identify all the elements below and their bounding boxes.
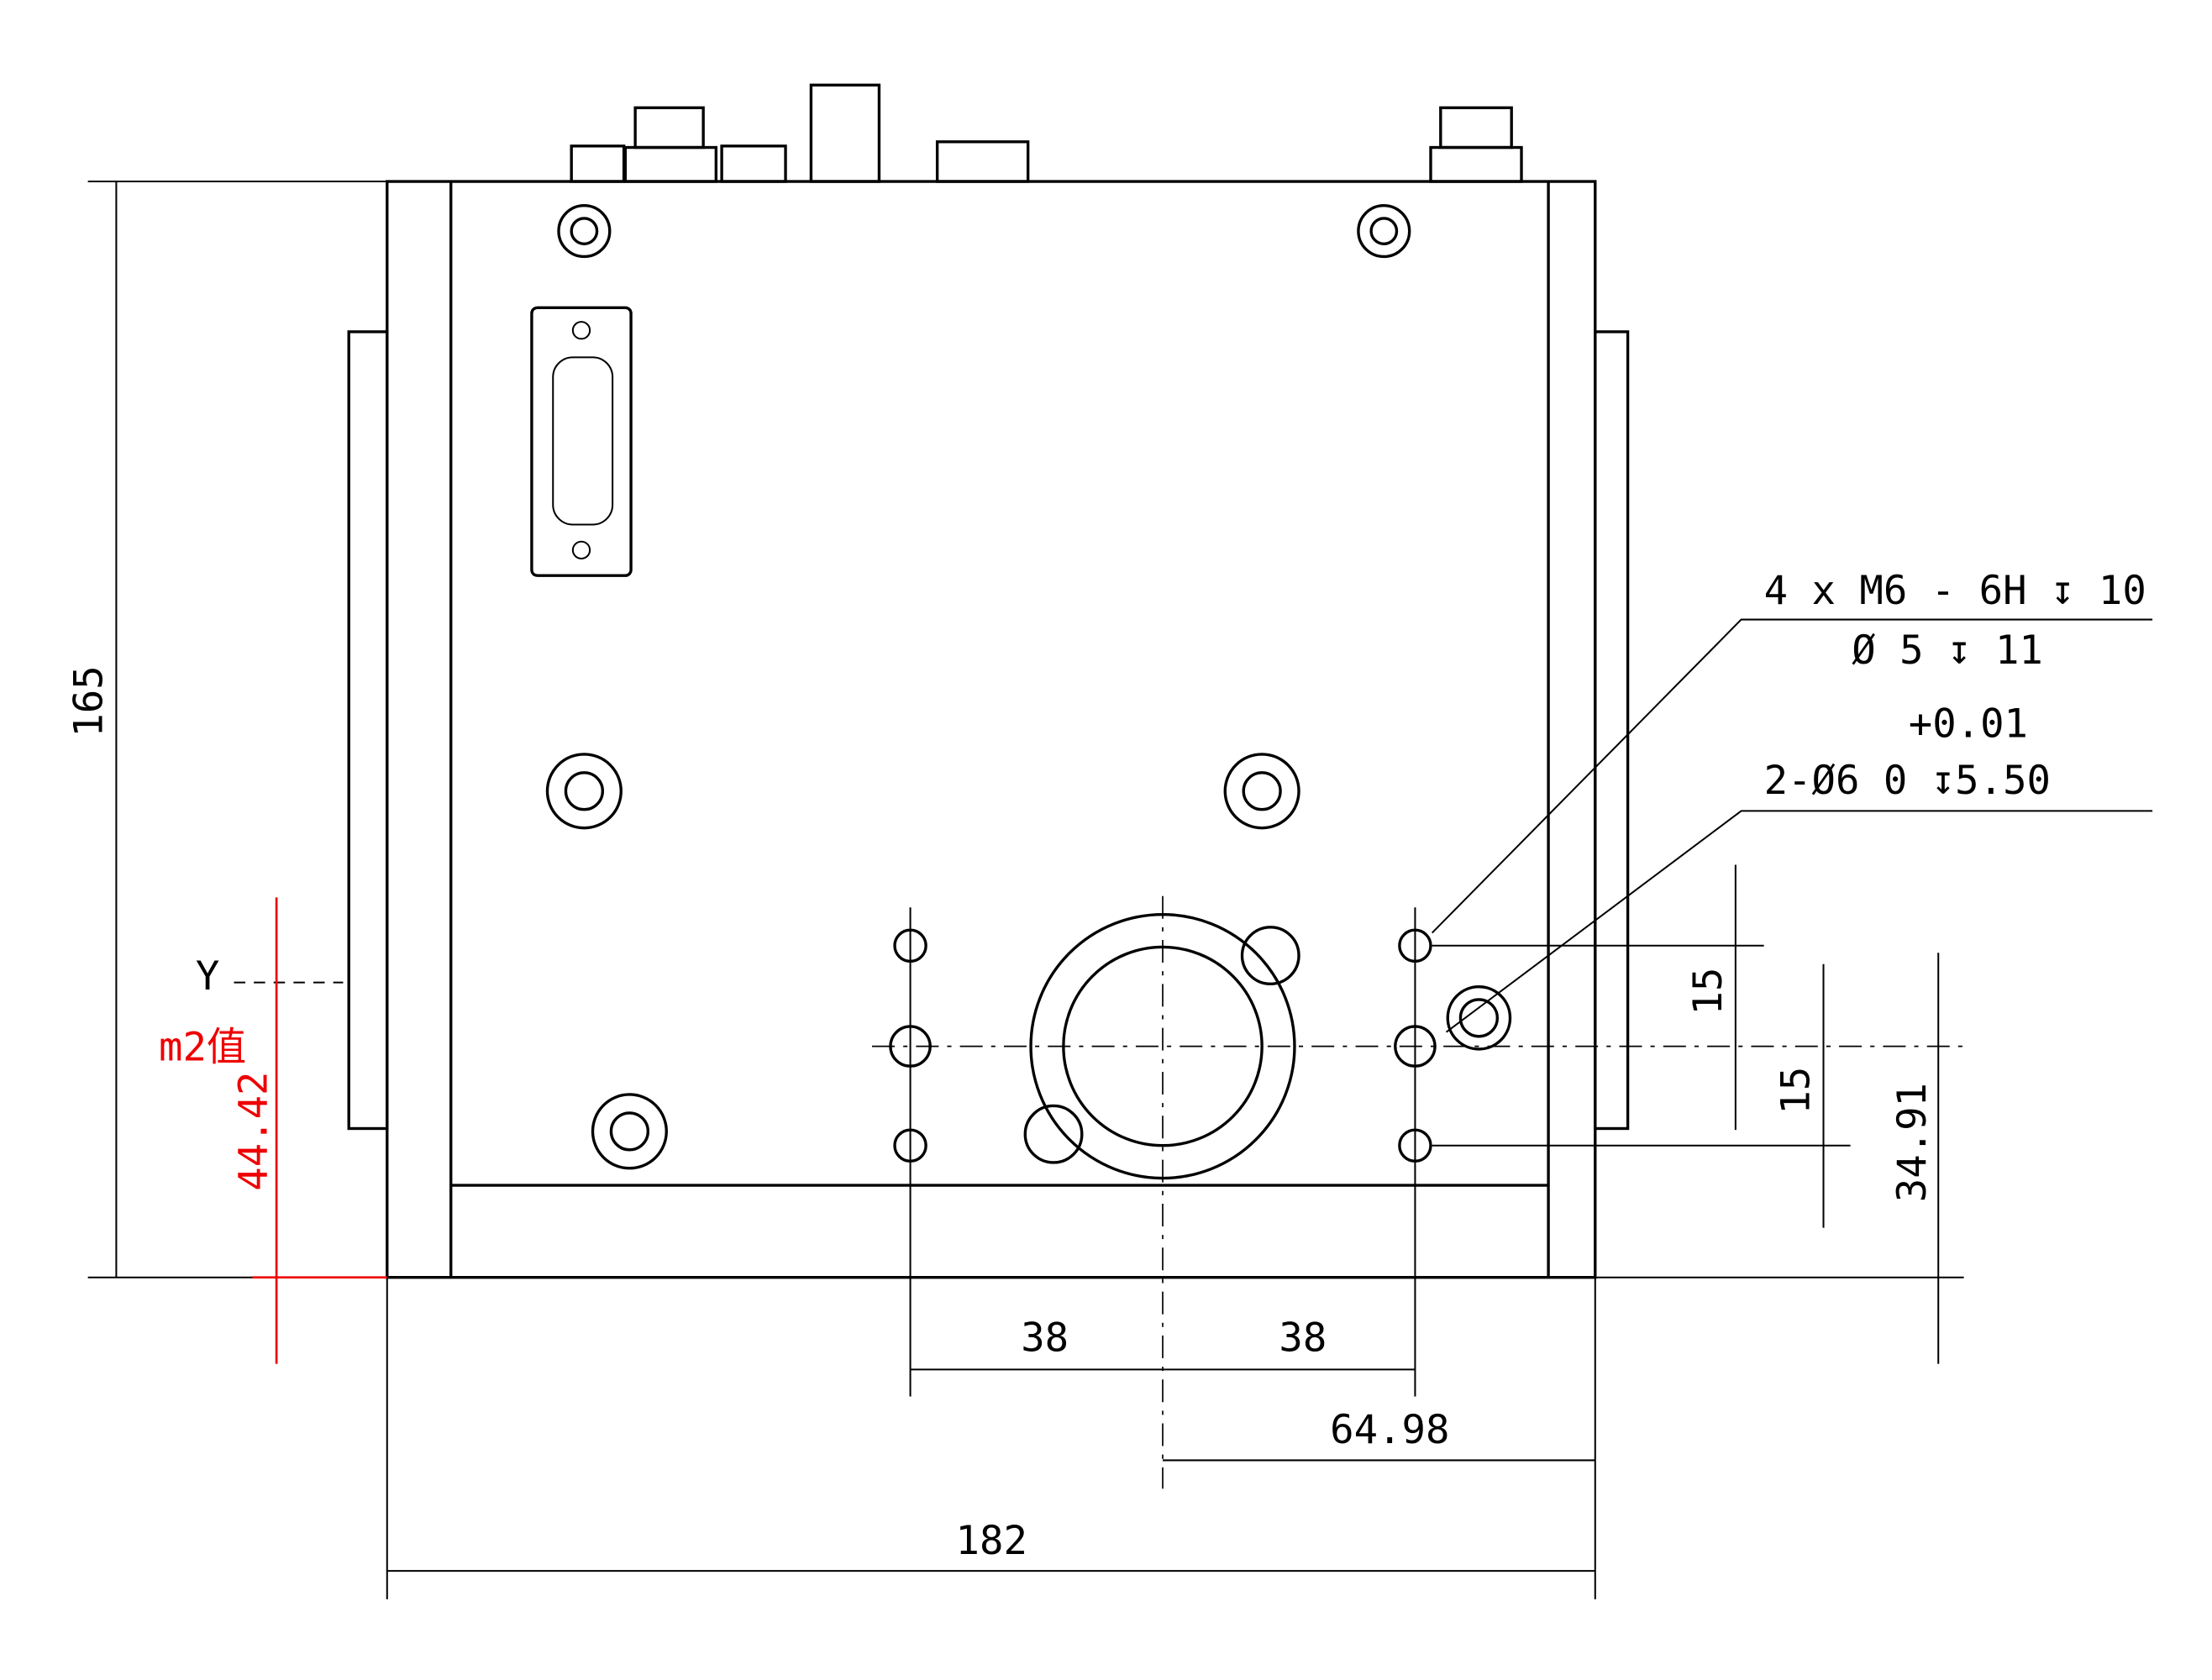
callout-4: 2-Ø6 0 ↧5.50	[1764, 758, 2051, 804]
m2-label: m2值	[159, 1024, 246, 1070]
dim-182: 182	[956, 1518, 1027, 1564]
callout-3: +0.01	[1909, 701, 2028, 748]
dim-3491: 34.91	[1889, 1083, 1936, 1202]
right-flange	[1594, 330, 1630, 1131]
dimension-lines	[115, 181, 2153, 1572]
callout-1: 4 x M6 - 6H ↧ 10	[1764, 568, 2146, 614]
m2-dimension	[252, 897, 387, 1364]
callout-2: Ø 5 ↧ 11	[1852, 627, 2043, 674]
dim-15b: 15	[1773, 1067, 1820, 1115]
y-label: Y	[196, 953, 219, 1000]
dim-38b: 38	[1279, 1315, 1327, 1361]
housing-outline	[386, 180, 1597, 1279]
dim-38a: 38	[1021, 1315, 1069, 1361]
dim-4442: 44.42	[230, 1072, 276, 1191]
dim-6498: 64.98	[1330, 1407, 1449, 1453]
db15-connector	[530, 306, 633, 577]
top-fittings	[570, 83, 1523, 183]
dim-165: 165	[66, 665, 113, 737]
mounting-screws	[545, 204, 1411, 1170]
dim-15a: 15	[1685, 968, 1731, 1016]
left-flange	[347, 330, 389, 1131]
